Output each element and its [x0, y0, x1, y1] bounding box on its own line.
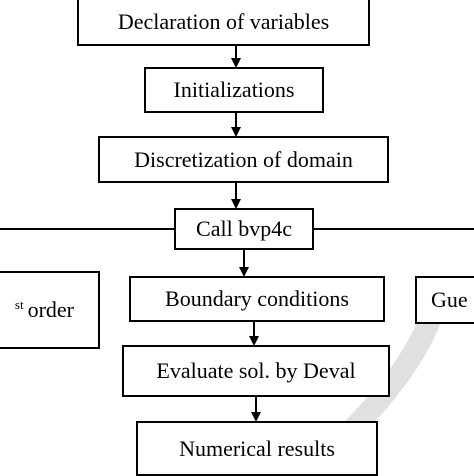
- step-evaluate-box: Evaluate sol. by Deval: [122, 345, 390, 397]
- step-declaration-label: Declaration of variables: [117, 9, 330, 34]
- step-numerical-results-box: Numerical results: [136, 421, 378, 476]
- step-call-bvp4c-label: Call bvp4c: [196, 216, 292, 241]
- step-numerical-results-label: Numerical results: [179, 435, 335, 461]
- step-boundary-conditions-box: Boundary conditions: [129, 276, 385, 322]
- step-discretization-label: Discretization of domain: [134, 146, 353, 172]
- step-call-bvp4c-box: Call bvp4c: [174, 208, 314, 250]
- left-partial-text: order: [27, 297, 74, 322]
- step-initializations-label: Initializations: [173, 77, 295, 102]
- step-initializations-box: Initializations: [144, 67, 324, 113]
- step-evaluate-label: Evaluate sol. by Deval: [156, 358, 356, 383]
- step-declaration-box: Declaration of variables: [77, 0, 370, 46]
- right-partial-label: Gue: [431, 287, 468, 312]
- left-partial-superscript: st: [14, 296, 24, 312]
- step-discretization-box: Discretization of domain: [98, 136, 389, 183]
- right-partial-box: Gue: [415, 276, 474, 324]
- step-boundary-conditions-label: Boundary conditions: [165, 286, 349, 311]
